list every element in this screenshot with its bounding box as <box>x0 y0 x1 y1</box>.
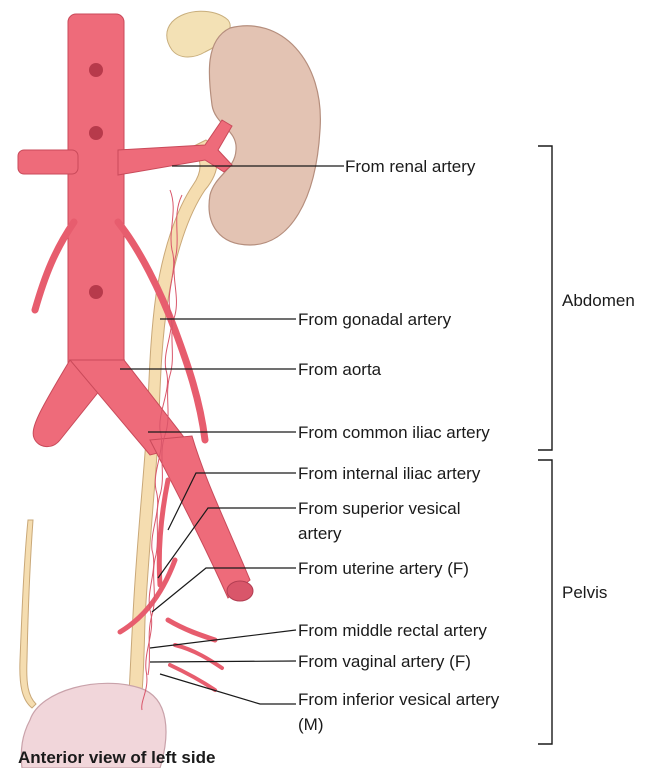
region-label-pelvis: Pelvis <box>562 583 607 602</box>
left-tube <box>20 520 36 708</box>
leader-vaginal <box>150 661 296 662</box>
internal-iliac-artery <box>150 436 250 598</box>
label-vaginal-artery: From vaginal artery (F) <box>298 652 471 671</box>
structure-labels: From renal artery From gonadal artery Fr… <box>298 157 500 734</box>
label-gonadal-artery: From gonadal artery <box>298 310 452 329</box>
aorta-opening <box>89 285 103 299</box>
pelvis-bracket <box>538 460 552 744</box>
region-label-abdomen: Abdomen <box>562 291 635 310</box>
aorta-opening <box>89 63 103 77</box>
region-brackets: Abdomen Pelvis <box>538 146 635 744</box>
inferior-vesical-branch <box>170 665 215 690</box>
label-inferior-vesical-artery: From inferior vesical artery <box>298 690 500 709</box>
figure-caption: Anterior view of left side <box>18 748 215 767</box>
middle-rectal-branch <box>168 620 215 640</box>
vaginal-branch <box>175 645 222 668</box>
illustration <box>18 11 320 768</box>
abdomen-bracket <box>538 146 552 450</box>
label-middle-rectal-artery: From middle rectal artery <box>298 621 487 640</box>
leader-inferior-vesical <box>160 674 296 704</box>
label-uterine-artery: From uterine artery (F) <box>298 559 469 578</box>
label-superior-vesical-artery: From superior vesical <box>298 499 461 518</box>
aorta-opening <box>89 126 103 140</box>
label-renal-artery: From renal artery <box>345 157 476 176</box>
label-internal-iliac-artery: From internal iliac artery <box>298 464 481 483</box>
right-renal-artery <box>18 150 78 174</box>
leader-middle-rectal <box>150 630 296 648</box>
label-inferior-vesical-artery-line2: (M) <box>298 715 323 734</box>
label-aorta: From aorta <box>298 360 382 379</box>
left-renal-artery <box>118 120 232 175</box>
label-common-iliac-artery: From common iliac artery <box>298 423 490 442</box>
internal-iliac-cut-end <box>227 581 253 601</box>
label-superior-vesical-artery-line2: artery <box>298 524 342 543</box>
